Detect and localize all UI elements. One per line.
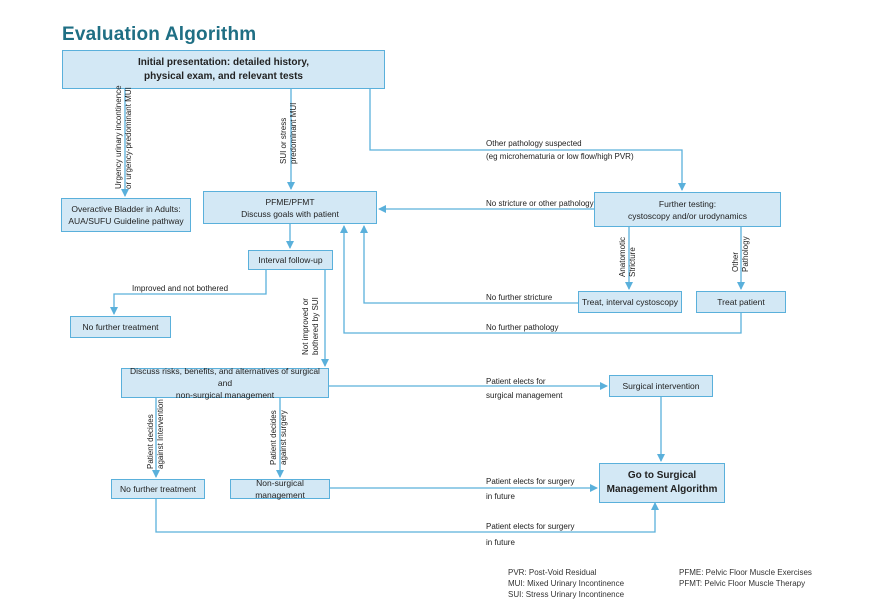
label-decides-against-line-1: Patient decides xyxy=(146,414,155,469)
label-elects-future-1-line-1: Patient elects for surgery xyxy=(486,477,575,486)
label-not-improved-line-2: bothered by SUI xyxy=(311,297,320,355)
label-sui: SUI or stress predominant MUI xyxy=(279,103,299,164)
legend-pfme: PFME: Pelvic Floor Muscle Exercises xyxy=(679,568,812,577)
pfme-line-1: PFME/PFMT xyxy=(265,196,315,207)
go-surgical-line-2: Management Algorithm xyxy=(606,484,718,495)
no-further-treatment-box-2: No further treatment xyxy=(111,479,205,499)
label-elects-surgical-line-2: surgical management xyxy=(486,391,563,400)
label-no-further-pathology: No further pathology xyxy=(486,323,559,332)
label-not-improved-line-1: Not improved or xyxy=(301,298,310,355)
go-to-surgical-box: Go to Surgical Management Algorithm xyxy=(599,463,725,503)
overactive-bladder-box: Overactive Bladder in Adults: AUA/SUFU G… xyxy=(61,198,191,232)
interval-followup-box: Interval follow-up xyxy=(248,250,333,270)
label-decides-surgery-line-2: against surgery xyxy=(279,410,288,465)
go-surgical-line-1: Go to Surgical xyxy=(627,470,697,481)
overactive-line-1: Overactive Bladder in Adults: xyxy=(71,204,181,214)
label-other-path-line-1: Other xyxy=(731,251,740,272)
label-decides-against-line-2: against Intervention xyxy=(156,399,165,469)
discuss-line-1: Discuss risks, benefits, and alternative… xyxy=(130,366,320,388)
label-sui-line-1: SUI or stress xyxy=(279,117,288,164)
label-anatomic-line-1: Anatomotic xyxy=(618,236,627,277)
label-elects-surgical-line-1: Patient elects for xyxy=(486,377,546,386)
initial-line-2: physical exam, and relevant tests xyxy=(144,70,303,82)
pfme-line-2: Discuss goals with patient xyxy=(241,208,339,219)
legend-abbreviations-left: PVR: Post-Void Residual MUI: Mixed Urina… xyxy=(508,567,624,600)
legend-pvr: PVR: Post-Void Residual xyxy=(508,568,597,577)
label-other-pathology-v: Other Pathology xyxy=(731,236,751,272)
label-elects-surgical: Patient elects for surgical management xyxy=(486,376,562,401)
treat-interval-cystoscopy-box: Treat, interval cystoscopy xyxy=(578,291,682,313)
label-elects-future-2: Patient elects for surgery in future xyxy=(486,521,574,548)
further-testing-line-1: Further testing: xyxy=(658,198,717,209)
label-decides-surgery-line-1: Patient decides xyxy=(269,410,278,465)
no-further-treatment-box-1: No further treatment xyxy=(70,316,171,338)
legend-sui: SUI: Stress Urinary Incontinence xyxy=(508,590,625,599)
legend-abbreviations-right: PFME: Pelvic Floor Muscle Exercises PFMT… xyxy=(679,567,812,589)
arrow-to-no-treatment-1 xyxy=(110,270,267,315)
label-elects-future-2-line-2: in future xyxy=(486,538,515,547)
surgical-intervention-box: Surgical intervention xyxy=(609,375,713,397)
label-improved: Improved and not bothered xyxy=(132,284,229,293)
arrow-treat-to-pfme xyxy=(340,225,742,334)
label-elects-future-1: Patient elects for surgery in future xyxy=(486,476,574,502)
label-decides-against-surgery: Patient decides against surgery xyxy=(269,410,289,465)
initial-line-1: Initial presentation: detailed history, xyxy=(138,56,309,68)
pfme-box: PFME/PFMT Discuss goals with patient xyxy=(203,191,377,224)
label-anatomic-stricture: Anatomotic Stricture xyxy=(618,237,638,277)
label-no-further-stricture: No further stricture xyxy=(486,293,553,302)
label-no-stricture-other: No stricture or other pathology xyxy=(486,199,594,208)
label-decides-against-intervention: Patient decides against Intervention xyxy=(146,399,166,469)
overactive-line-2: AUA/SUFU Guideline pathway xyxy=(68,216,184,226)
label-other-pathology-line-1: Other pathology suspected xyxy=(486,139,582,148)
arrow-nft-to-go xyxy=(155,498,659,533)
legend-mui: MUI: Mixed Urinary Incontinence xyxy=(508,579,625,588)
discuss-line-2: non-surgical management xyxy=(175,390,275,400)
discuss-risks-box: Discuss risks, benefits, and alternative… xyxy=(121,366,329,400)
label-urgency-line-2: or urgency-predominant MUI xyxy=(124,87,133,189)
arrow-cysto-to-pfme xyxy=(360,225,578,304)
further-testing-line-2: cystoscopy and/or urodynamics xyxy=(627,210,748,221)
initial-presentation-box: Initial presentation: detailed history, … xyxy=(62,50,385,89)
label-elects-future-2-line-1: Patient elects for surgery xyxy=(486,522,575,531)
label-urgency-line-1: Urgency urinary incontinence xyxy=(114,85,123,189)
label-other-pathology-line-2: (eg microhematuria or low flow/high PVR) xyxy=(486,152,634,161)
label-other-pathology: Other pathology suspected (eg microhemat… xyxy=(486,138,634,162)
treat-patient-box: Treat patient xyxy=(696,291,786,313)
further-testing-box: Further testing: cystoscopy and/or urody… xyxy=(594,192,781,227)
label-not-improved: Not improved or bothered by SUI xyxy=(301,297,321,355)
non-surgical-management-box: Non-surgical management xyxy=(230,478,330,500)
page-title: Evaluation Algorithm xyxy=(62,24,257,45)
legend-pfmt: PFMT: Pelvic Floor Muscle Therapy xyxy=(679,579,806,588)
label-elects-future-1-line-2: in future xyxy=(486,492,515,501)
arrow-to-further-testing xyxy=(369,89,686,191)
label-anatomic-line-2: Stricture xyxy=(628,247,637,277)
label-urgency: Urgency urinary incontinence or urgency-… xyxy=(114,85,134,189)
label-sui-line-2: predominant MUI xyxy=(289,102,298,164)
label-other-path-line-2: Pathology xyxy=(741,236,750,272)
